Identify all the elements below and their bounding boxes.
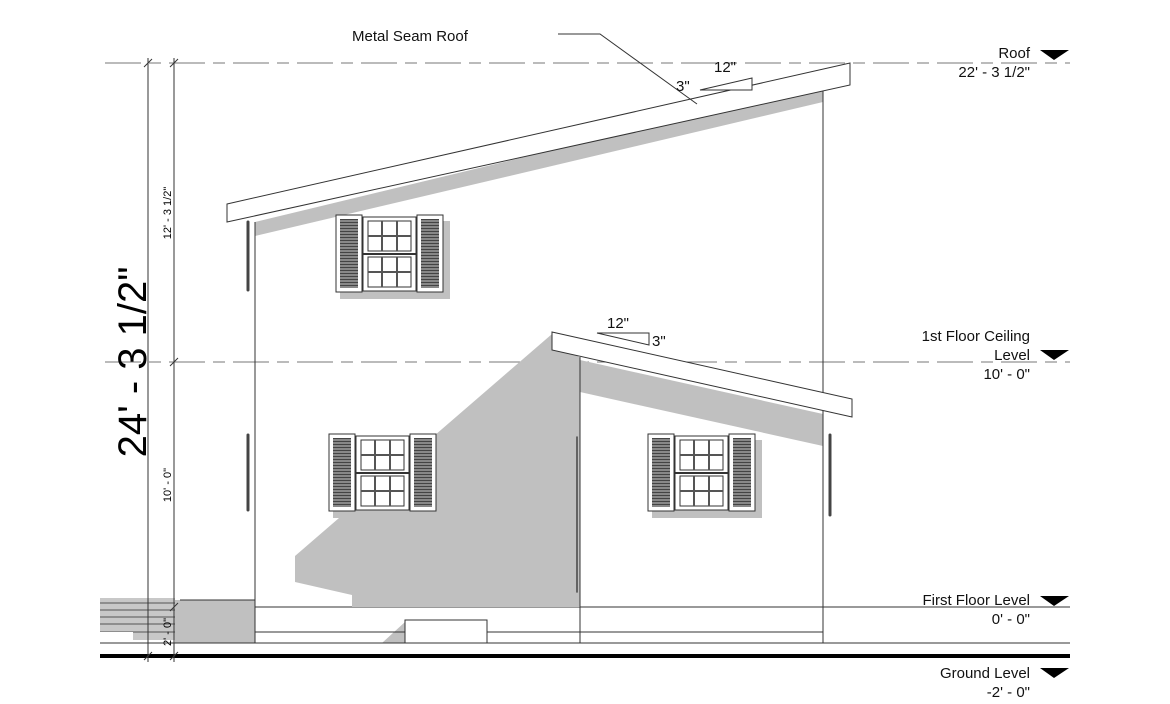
level-tag-ceiling: 1st Floor Ceiling Level 10' - 0" — [922, 328, 1069, 383]
shuttered-window — [328, 433, 443, 518]
level-marker-icon — [1040, 596, 1069, 606]
shutter — [416, 214, 444, 293]
svg-text:First Floor Level: First Floor Level — [922, 592, 1030, 609]
shutter — [335, 214, 363, 293]
svg-text:1st Floor Ceiling: 1st Floor Ceiling — [922, 328, 1030, 345]
windows — [328, 214, 762, 518]
lower-roof-shadow — [580, 360, 823, 446]
level-marker-icon — [1040, 350, 1069, 360]
lower-roof-fascia — [551, 331, 853, 418]
svg-text:-2' - 0": -2' - 0" — [987, 684, 1030, 701]
window-sash — [355, 435, 410, 511]
level-marker-icon — [1040, 50, 1069, 60]
entry-step — [404, 619, 488, 644]
shuttered-window — [335, 214, 450, 299]
svg-text:0' - 0": 0' - 0" — [992, 611, 1030, 628]
lower-height-dimension: 10' - 0" — [162, 468, 174, 502]
roof-slope-run: 12" — [714, 59, 736, 76]
level-tag-ground: Ground Level -2' - 0" — [940, 665, 1069, 701]
lower-roof-slope-run: 12" — [607, 315, 629, 332]
roof-material-callout: Metal Seam Roof — [352, 28, 469, 45]
callout-leader — [558, 33, 698, 105]
roof-slope-rise: 3" — [676, 78, 690, 95]
shutter — [409, 433, 437, 512]
lower-roof-slope-rise: 3" — [652, 333, 666, 350]
level-marker-icon — [1040, 668, 1069, 678]
overall-height-dimension: 24' - 3 1/2" — [111, 267, 155, 458]
upper-height-dimension: 12' - 3 1/2" — [162, 187, 174, 240]
roof-slope-symbol — [699, 77, 753, 91]
shutter — [728, 433, 756, 512]
window-sash — [674, 435, 729, 511]
base-shadow — [175, 600, 255, 643]
svg-text:Level: Level — [994, 347, 1030, 364]
dimension-lines — [143, 58, 179, 662]
roof-shadow — [255, 85, 823, 236]
base-height-dimension: 2' - 0" — [162, 618, 174, 646]
main-roof-fascia — [226, 62, 851, 223]
svg-text:Ground Level: Ground Level — [940, 665, 1030, 682]
svg-text:Roof: Roof — [998, 45, 1031, 62]
shuttered-window — [647, 433, 762, 518]
window-sash — [362, 216, 417, 292]
shutter — [647, 433, 675, 512]
base-stripes — [100, 598, 175, 640]
downspouts — [246, 220, 832, 593]
svg-text:10' - 0": 10' - 0" — [983, 366, 1030, 383]
level-tag-roof: Roof 22' - 3 1/2" — [958, 45, 1069, 81]
shutter — [328, 433, 356, 512]
svg-text:22' - 3 1/2": 22' - 3 1/2" — [958, 64, 1030, 81]
level-tag-first-floor: First Floor Level 0' - 0" — [922, 592, 1069, 628]
lower-roof-slope-symbol — [596, 332, 650, 346]
